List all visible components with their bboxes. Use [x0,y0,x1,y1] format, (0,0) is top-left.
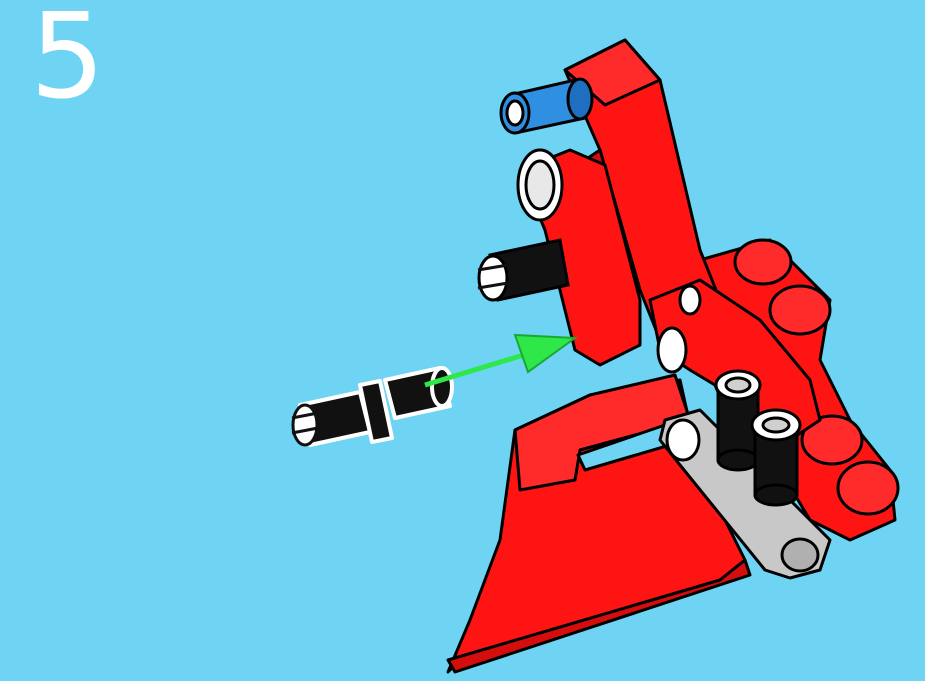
black-friction-pin [292,368,452,445]
black-pin [478,240,568,300]
blue-axle-pin [501,79,592,133]
insert-arrow [425,335,575,385]
